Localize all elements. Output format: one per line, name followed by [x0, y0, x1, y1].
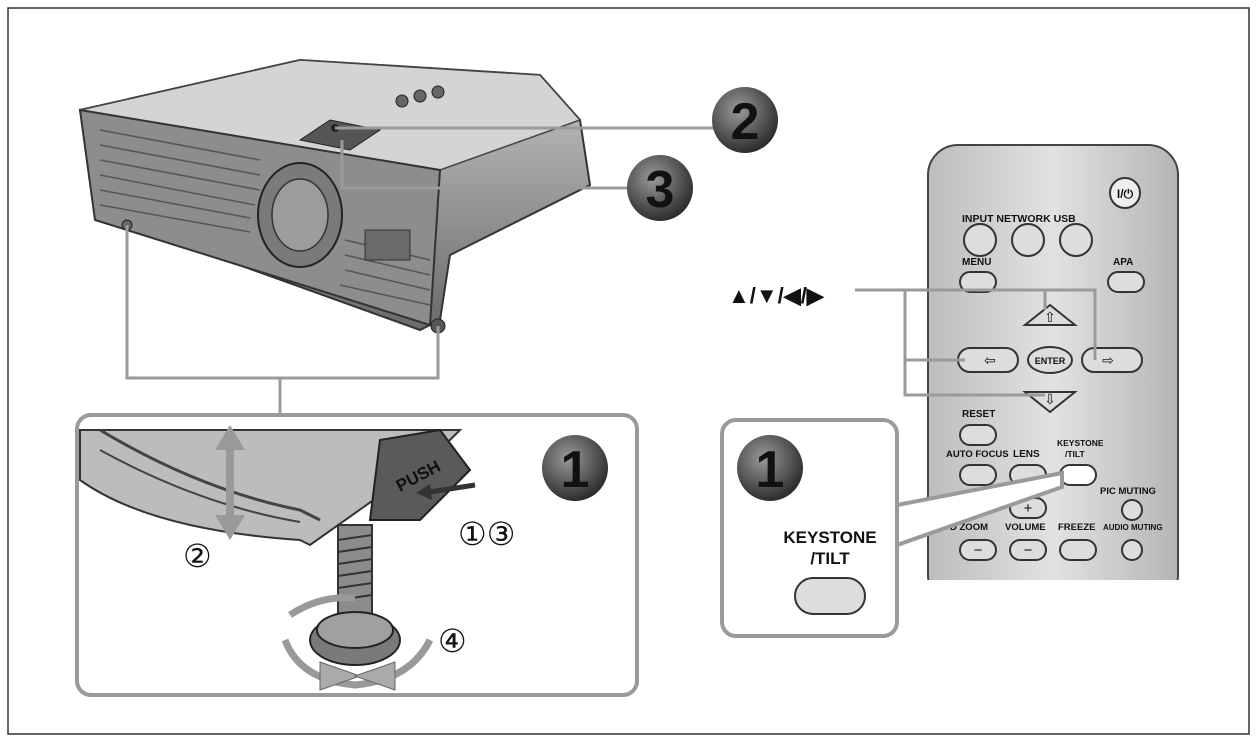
enter-label: ENTER: [1035, 356, 1066, 366]
reset-label: RESET: [962, 409, 995, 420]
remote-buttons: I/⏻ INPUT NETWORK USB MENU APA ⇧ ⇦ ENTER…: [946, 177, 1163, 561]
step-3-badge-label: 3: [646, 161, 675, 219]
volume-minus-label: −: [1024, 542, 1033, 559]
up-down-arrow-icon: [215, 425, 245, 450]
keystone-tilt-large-button[interactable]: [794, 577, 866, 615]
foot-step-1-badge: 1: [542, 435, 608, 501]
d-zoom-label: D ZOOM: [950, 522, 988, 533]
foot-step-1-badge-label: 1: [561, 441, 590, 499]
keystone-tilt-remote-button[interactable]: [1059, 464, 1097, 486]
keystone-large-label: KEYSTONE: [783, 528, 876, 547]
freeze-label: FREEZE: [1058, 522, 1095, 533]
step-2-label: ②: [183, 538, 212, 574]
push-arrow-icon: [416, 484, 432, 500]
volume-plus-label: +: [1024, 500, 1033, 517]
arrow-keys-label: ▲/▼/◀/▶: [728, 283, 825, 308]
svg-text:⇦: ⇦: [984, 352, 996, 368]
tilt-large-label: /TILT: [810, 549, 850, 568]
keystone-small-label: KEYSTONE: [1057, 438, 1104, 448]
power-button-label: I/⏻: [1117, 187, 1134, 201]
keystone-step-1-badge: 1: [737, 435, 803, 501]
step-1-3-label: ①③: [458, 516, 515, 552]
volume-label: VOLUME: [1005, 522, 1046, 533]
step-3-badge: 3: [627, 155, 693, 221]
svg-text:⇩: ⇩: [1044, 391, 1056, 407]
rotate-arrow-icon: [281, 638, 434, 689]
projector-callout-lines: [125, 126, 720, 415]
zoom-minus-label: −: [974, 542, 983, 559]
menu-label: MENU: [962, 257, 991, 268]
keystone-step-1-badge-label: 1: [756, 441, 785, 499]
tilt-small-label: /TILT: [1065, 449, 1085, 459]
lens-label: LENS: [1013, 449, 1040, 460]
apa-label: APA: [1113, 257, 1133, 268]
auto-focus-label: AUTO FOCUS: [946, 449, 1009, 460]
foot-detail-illustration: PUSH: [79, 425, 476, 691]
step-2-badge-label: 2: [731, 93, 760, 151]
step-2-badge: 2: [712, 87, 778, 153]
step-4-label: ④: [438, 623, 467, 659]
keystone-zoom-connector: [895, 470, 1064, 548]
input-network-usb-label: INPUT NETWORK USB: [962, 213, 1076, 225]
svg-text:⇧: ⇧: [1044, 309, 1056, 325]
audio-muting-label: AUDIO MUTING: [1103, 523, 1163, 532]
pic-muting-label: PIC MUTING: [1100, 486, 1156, 497]
svg-text:⇨: ⇨: [1102, 352, 1114, 368]
arrow-keys-callout-lines: [855, 288, 1097, 397]
